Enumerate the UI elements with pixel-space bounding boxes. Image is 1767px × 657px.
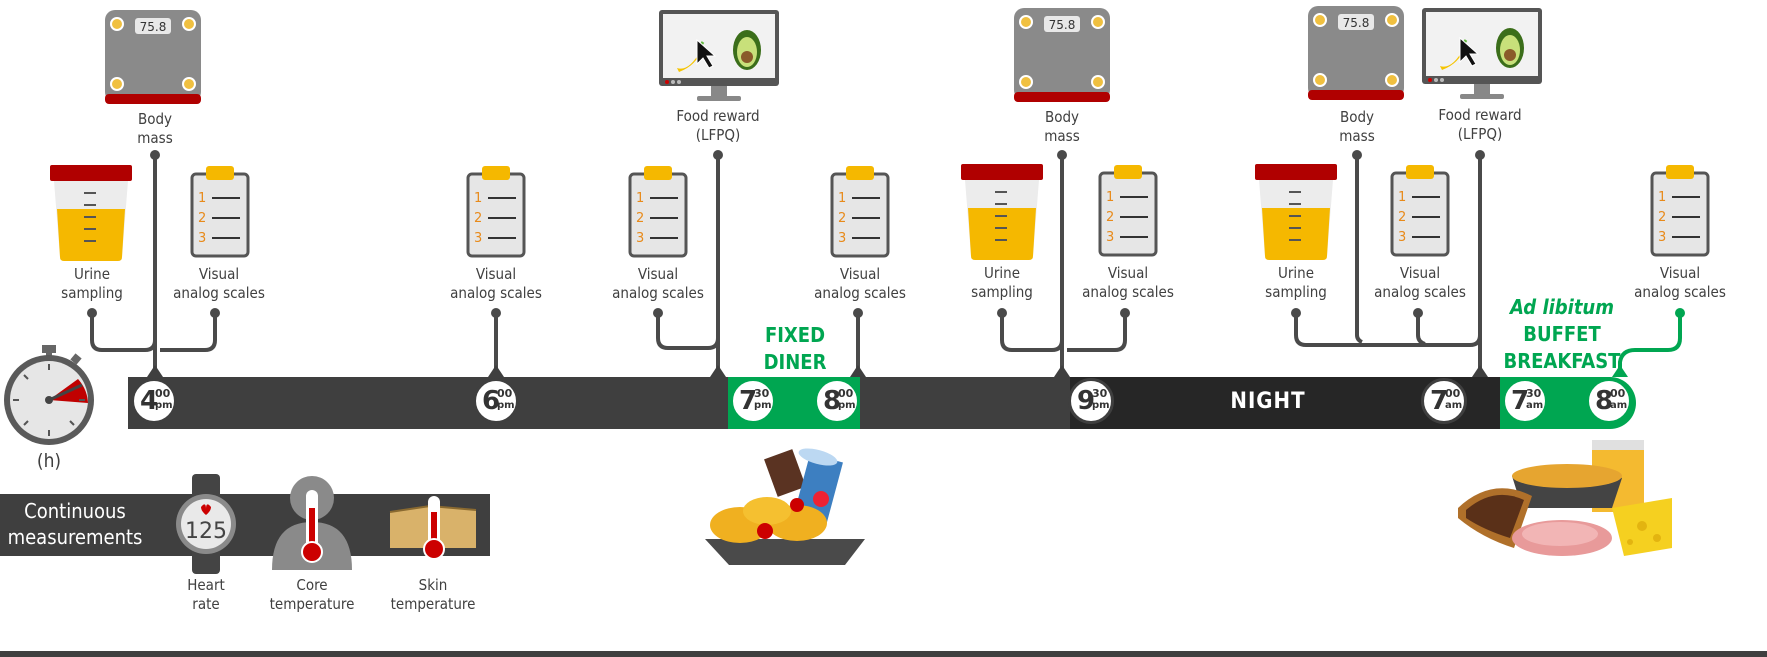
timeline-bar-post-dinner	[860, 377, 1072, 429]
night-label: NIGHT	[1230, 389, 1306, 414]
svg-text:2: 2	[198, 211, 206, 226]
vas-clipboard-icon: 1 2 3	[190, 166, 250, 258]
core-temperature-icon	[272, 476, 352, 570]
vas-clipboard-icon: 1 2 3	[1650, 165, 1710, 257]
stopwatch-icon	[4, 345, 94, 445]
svg-text:75.8: 75.8	[1343, 16, 1370, 30]
scale-icon: 75.8	[1014, 8, 1110, 102]
svg-text:2: 2	[838, 211, 846, 226]
monitor-icon	[1422, 8, 1542, 99]
svg-text:125: 125	[185, 519, 227, 544]
monitor-icon	[659, 10, 779, 101]
svg-text:2: 2	[636, 211, 644, 226]
svg-text:1: 1	[1658, 190, 1666, 205]
vas-clipboard-icon: 1 2 3	[1390, 165, 1450, 257]
food-reward-label: Food reward(LFPQ)	[1438, 106, 1522, 143]
svg-text:3: 3	[1658, 230, 1666, 245]
heart-rate-watch-icon: 125	[176, 474, 236, 574]
svg-text:2: 2	[1398, 210, 1406, 225]
svg-text:1: 1	[636, 191, 644, 206]
skin-temperature-icon	[389, 496, 477, 560]
svg-text:3: 3	[1398, 230, 1406, 245]
scale-icon: 75.8	[1308, 6, 1404, 100]
svg-text:2: 2	[474, 211, 482, 226]
vas-clipboard-icon: 1 2 3	[628, 166, 688, 258]
svg-text:1: 1	[1398, 190, 1406, 205]
urine-cup-icon	[50, 165, 132, 261]
svg-text:1: 1	[1106, 190, 1114, 205]
urine-cup-icon	[1255, 164, 1337, 260]
vas-clipboard-icon: 1 2 3	[1098, 165, 1158, 257]
svg-text:3: 3	[1106, 230, 1114, 245]
svg-text:1: 1	[474, 191, 482, 206]
urine-cup-icon	[961, 164, 1043, 260]
breakfast-food-icon	[1458, 440, 1672, 556]
bottom-rule	[0, 651, 1767, 657]
scale-icon: 75.8	[105, 10, 201, 104]
svg-text:1: 1	[838, 191, 846, 206]
svg-text:75.8: 75.8	[1049, 18, 1076, 32]
svg-text:2: 2	[1658, 210, 1666, 225]
food-reward-label: Food reward(LFPQ)	[676, 107, 760, 144]
dinner-food-icon	[705, 448, 865, 565]
svg-text:3: 3	[636, 231, 644, 246]
svg-text:3: 3	[838, 231, 846, 246]
svg-text:3: 3	[198, 231, 206, 246]
hours-label: (h)	[36, 450, 62, 472]
vas-clipboard-icon: 1 2 3	[466, 166, 526, 258]
timeline-bar-evening	[128, 377, 730, 429]
svg-text:2: 2	[1106, 210, 1114, 225]
svg-text:1: 1	[198, 191, 206, 206]
vas-clipboard-icon: 1 2 3	[830, 166, 890, 258]
svg-text:3: 3	[474, 231, 482, 246]
svg-text:75.8: 75.8	[140, 20, 167, 34]
